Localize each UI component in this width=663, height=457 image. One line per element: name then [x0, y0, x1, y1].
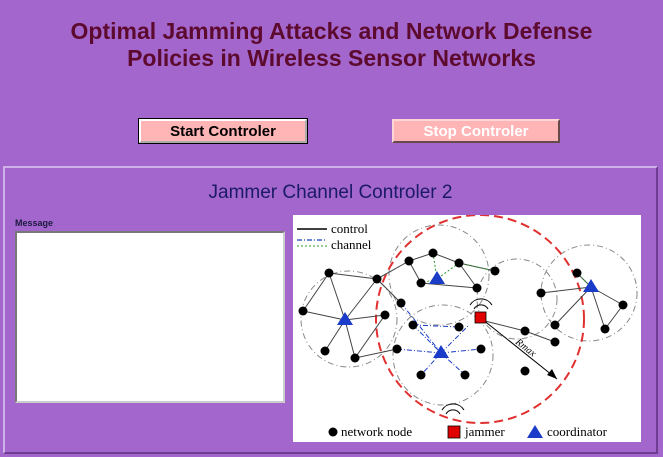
jammer-bottom [441, 403, 465, 415]
cluster-circle [300, 270, 398, 368]
rmax-arrow-line [481, 318, 558, 380]
legend-channel-text: channel [331, 237, 372, 252]
jammer-range-circle [375, 215, 585, 424]
app-title-line2: Policies in Wireless Sensor Networks [127, 45, 536, 71]
legend-network-node-text: network node [341, 424, 412, 439]
start-controller-button[interactable]: Start Controler [138, 118, 308, 144]
network-diagram-image: control channel [293, 215, 641, 442]
legend-coordinator-icon [527, 425, 543, 438]
cluster-circle [540, 244, 638, 342]
legend-coordinator-text: coordinator [547, 424, 608, 439]
legend-control-text: control [331, 221, 368, 236]
cluster-circles [300, 224, 638, 406]
cluster-circle [392, 304, 494, 406]
network-diagram-svg: control channel [297, 215, 638, 439]
cluster-circle [388, 224, 490, 326]
channel-links [396, 302, 482, 376]
legend-network-node-icon [328, 427, 338, 437]
jammer-controller-panel: Jammer Channel Controler 2 Message contr… [3, 166, 658, 454]
panel-title: Jammer Channel Controler 2 [208, 182, 453, 203]
network-nodes [298, 248, 628, 380]
legend-jammer-text: jammer [464, 424, 505, 439]
rmax-label: Rmax [512, 336, 538, 360]
legend-jammer-icon [447, 425, 461, 439]
cluster-circle [476, 258, 558, 340]
app-title-line1: Optimal Jamming Attacks and Network Defe… [70, 18, 593, 44]
rmax-arrowhead [547, 369, 557, 379]
control-links [302, 252, 624, 359]
jammer-top [469, 298, 493, 324]
app-title: Optimal Jamming Attacks and Network Defe… [0, 18, 663, 72]
stop-controller-button[interactable]: Stop Controler [392, 119, 560, 143]
message-label: Message [15, 218, 54, 228]
message-textarea[interactable] [15, 231, 285, 403]
coordinators [337, 271, 599, 358]
